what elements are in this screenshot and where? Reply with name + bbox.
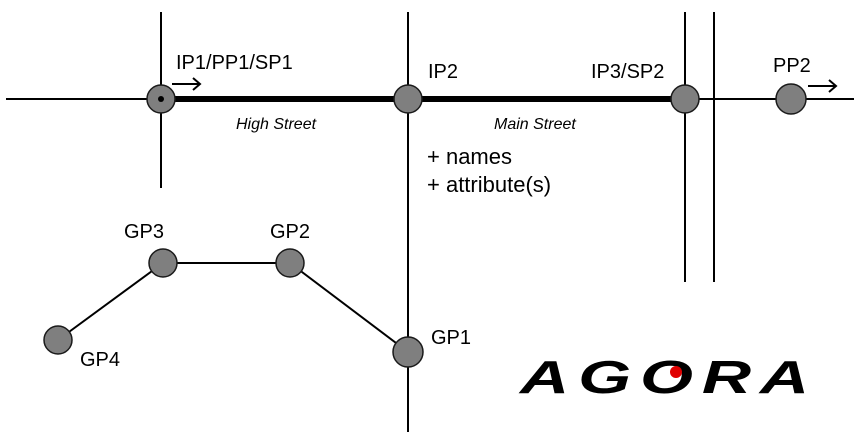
- street-name-high: High Street: [236, 116, 317, 133]
- point-ip3: [670, 84, 700, 114]
- point-pp2: [775, 83, 807, 115]
- label-gp4: GP4: [80, 349, 120, 371]
- label-pp2: PP2: [773, 55, 811, 77]
- arrow-right-icon: [172, 77, 202, 91]
- arrow-right-icon: [808, 79, 838, 93]
- note-names: + names: [427, 144, 512, 169]
- label-ip2: IP2: [428, 61, 458, 83]
- general-path: [57, 262, 409, 353]
- note-attributes: + attribute(s): [427, 172, 551, 197]
- point-ip1-center: [158, 96, 164, 102]
- label-gp2: GP2: [270, 221, 310, 243]
- point-gp4: [43, 325, 73, 355]
- label-gp3: GP3: [124, 221, 164, 243]
- point-gp3: [148, 248, 178, 278]
- agora-logo: AGORA: [519, 351, 818, 403]
- label-gp1: GP1: [431, 327, 471, 349]
- street-name-main: Main Street: [494, 116, 576, 133]
- point-gp1: [392, 336, 424, 368]
- logo-wordmark: AGORA: [519, 351, 818, 403]
- point-ip2: [393, 84, 423, 114]
- label-ip1: IP1/PP1/SP1: [176, 52, 293, 74]
- point-gp2: [275, 248, 305, 278]
- logo-accent-dot: [670, 366, 682, 378]
- label-ip3: IP3/SP2: [591, 61, 664, 83]
